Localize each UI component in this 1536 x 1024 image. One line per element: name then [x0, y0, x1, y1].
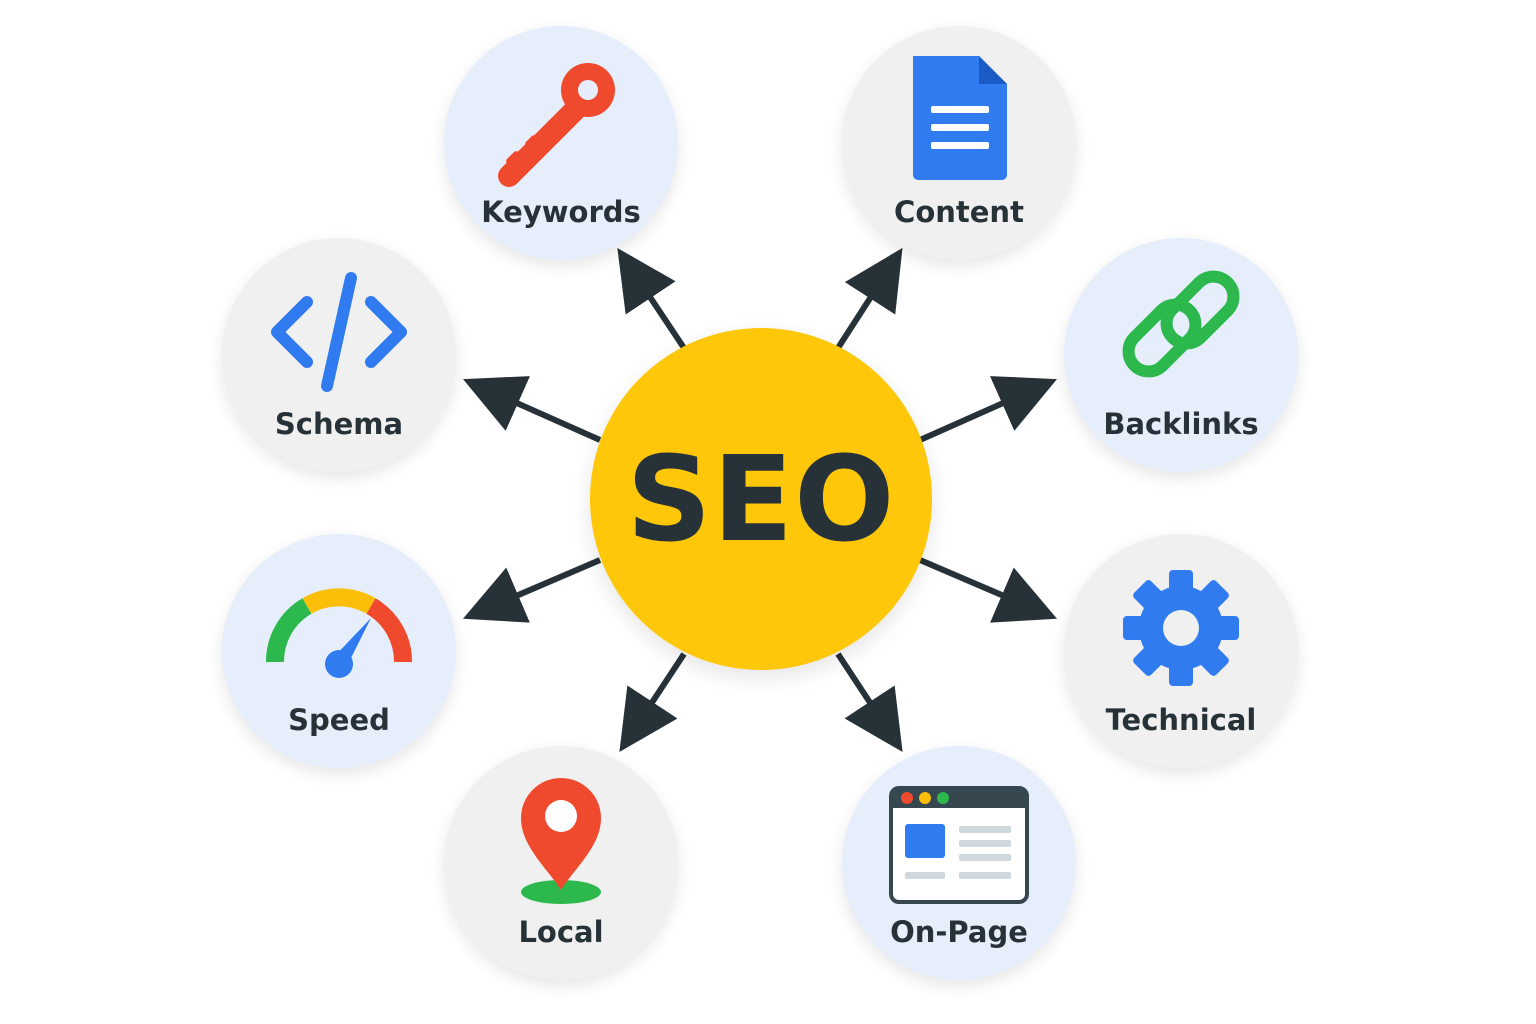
- node-content: Content: [842, 26, 1076, 260]
- node-on-page: On-Page: [842, 746, 1076, 980]
- arrow-backlinks: [918, 376, 1057, 443]
- node-label-schema: Schema: [274, 407, 404, 441]
- node-label-technical: Technical: [1105, 703, 1257, 737]
- node-technical: Technical: [1064, 534, 1298, 768]
- arrow-keywords: [617, 248, 687, 350]
- node-local: Local: [444, 746, 678, 980]
- hub-label: SEO: [626, 430, 896, 568]
- arrow-technical: [918, 557, 1058, 623]
- node-schema: Schema: [222, 238, 456, 472]
- arrow-on-page: [835, 652, 903, 753]
- key-icon: [498, 63, 615, 187]
- code-icon: [271, 272, 407, 392]
- node-speed: Speed: [222, 534, 456, 768]
- node-backlinks: Backlinks: [1064, 238, 1298, 472]
- gear-icon: [1123, 570, 1239, 686]
- document-icon: [913, 56, 1007, 180]
- node-label-speed: Speed: [288, 703, 390, 737]
- speedometer-icon: [265, 588, 413, 678]
- arrow-schema: [463, 376, 602, 443]
- node-label-keywords: Keywords: [481, 195, 641, 229]
- node-label-on-page: On-Page: [890, 915, 1028, 949]
- arrow-local: [619, 652, 687, 753]
- browser-page-icon: [889, 786, 1029, 904]
- node-label-local: Local: [518, 915, 604, 949]
- link-icon: [1122, 270, 1240, 378]
- arrow-speed: [462, 557, 602, 623]
- map-pin-icon: [521, 778, 601, 904]
- node-keywords: Keywords: [444, 26, 678, 260]
- node-label-content: Content: [894, 195, 1024, 229]
- arrow-content: [835, 247, 903, 350]
- node-label-backlinks: Backlinks: [1103, 407, 1259, 441]
- seo-hub: SEO: [590, 328, 932, 670]
